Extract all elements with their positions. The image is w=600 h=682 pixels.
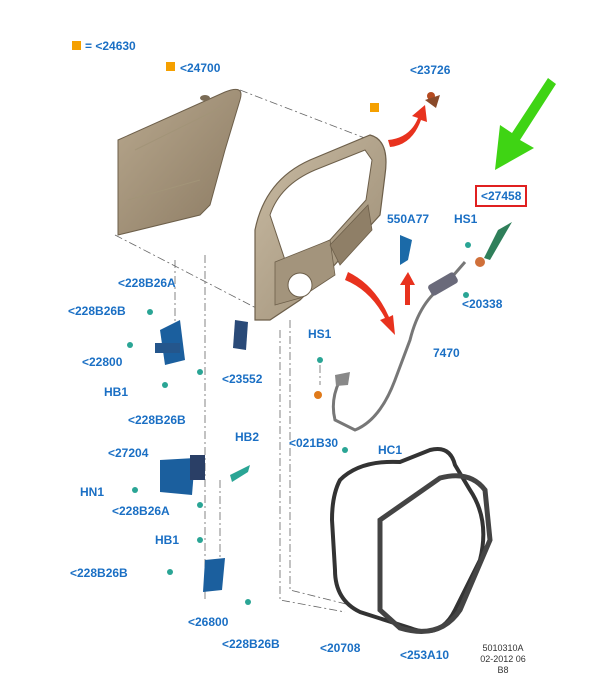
label-HN1: HN1 — [80, 485, 105, 499]
label-228B26B-low: <228B26B — [70, 566, 128, 580]
footer-rev: B8 — [497, 665, 509, 675]
label-HB2: HB2 — [235, 430, 260, 444]
leader-lines — [114, 89, 376, 613]
label-550A77: 550A77 — [387, 212, 430, 226]
label-26800: <26800 — [188, 615, 229, 629]
label-228B26B-mid: <228B26B — [128, 413, 186, 427]
label-20708: <20708 — [320, 641, 361, 655]
release-cable — [331, 261, 467, 432]
label-HB1-lower: HB1 — [155, 533, 180, 547]
label-HB1-upper: HB1 — [104, 385, 129, 399]
label-24700: <24700 — [180, 61, 221, 75]
legend-square-icon — [72, 41, 81, 50]
footer-code: 5010310A — [482, 643, 524, 653]
green-arrow — [495, 78, 556, 170]
label-20338: <20338 — [462, 297, 503, 311]
legend-marker — [166, 62, 175, 71]
label-021B30: <021B30 — [289, 436, 339, 450]
door-seals — [329, 447, 493, 634]
label-22800: <22800 — [82, 355, 123, 369]
label-228B26A-low: <228B26A — [112, 504, 170, 518]
label-HS1-lower: HS1 — [308, 327, 332, 341]
hardware-parts — [127, 92, 512, 605]
diagram-footer: 5010310A 02-2012 06 B8 — [468, 643, 538, 676]
label-23726: <23726 — [410, 63, 451, 77]
door-trim-panel — [117, 88, 242, 236]
label-228B26B-top: <228B26B — [68, 304, 126, 318]
label-HC1: HC1 — [378, 443, 403, 457]
callout-27458: <27458 — [475, 185, 528, 207]
red-arrows — [345, 105, 427, 335]
label-228B26B-bottom: <228B26B — [222, 637, 280, 651]
label-7470: 7470 — [433, 346, 460, 360]
footer-date: 02-2012 06 — [480, 654, 526, 664]
label-HS1-upper: HS1 — [454, 212, 478, 226]
legend-text: = <24630 — [85, 39, 136, 53]
label-253A10: <253A10 — [400, 648, 450, 662]
door-shell — [254, 134, 387, 321]
label-228B26A-top: <228B26A — [118, 276, 176, 290]
label-27204: <27204 — [108, 446, 149, 460]
label-23552: <23552 — [222, 372, 263, 386]
legend-marker — [370, 103, 379, 112]
